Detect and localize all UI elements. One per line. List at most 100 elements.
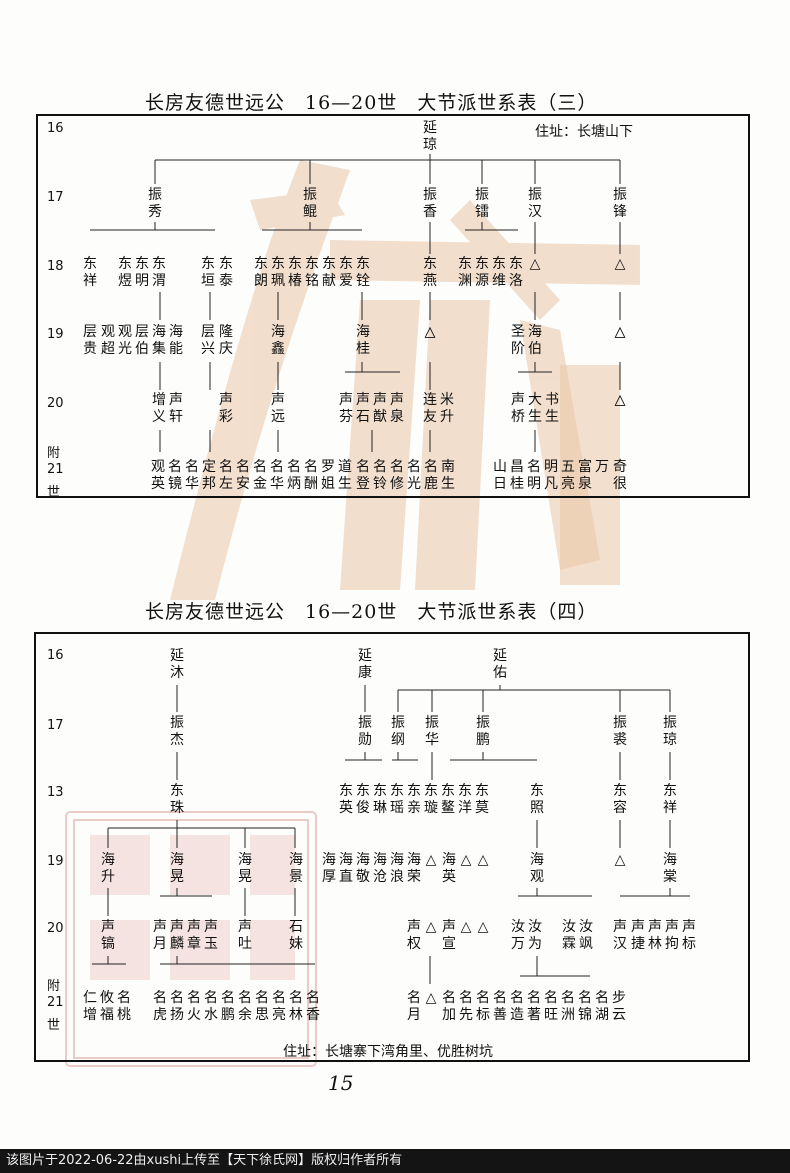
- person-name: 声吐: [238, 919, 252, 952]
- person-name: 东祥: [663, 783, 677, 816]
- person-name: 名先: [459, 990, 473, 1023]
- person-name: 攸福: [100, 990, 114, 1023]
- person-name: 声轩: [169, 392, 183, 425]
- person-name: 名左: [219, 459, 233, 492]
- person-name: 海伯: [528, 324, 542, 357]
- person-name: 声月: [153, 919, 167, 952]
- person-name: 海英: [442, 852, 456, 885]
- person-name: 层伯: [135, 324, 149, 357]
- person-name: 声彩: [219, 392, 233, 425]
- person-name: 名鹏: [221, 990, 235, 1023]
- person-name: 声玉: [204, 919, 218, 952]
- person-name: 东渭: [152, 256, 166, 289]
- person-name: 声远: [271, 392, 285, 425]
- person-name: 石妹: [289, 919, 303, 952]
- person-name: 名镜: [168, 459, 182, 492]
- person-name: 海能: [169, 324, 183, 357]
- person-name: 振勋: [358, 715, 372, 748]
- person-name: 奇很: [613, 459, 627, 492]
- person-name: 连友: [423, 392, 437, 425]
- generation-label: 19: [47, 854, 64, 869]
- address-label: 住址：长塘山下: [535, 124, 633, 140]
- person-name: 名酬: [304, 459, 318, 492]
- table-title: 长房友德世远公 16—20世 大节派世系表（三）: [145, 92, 598, 114]
- person-name: 海厚: [322, 852, 336, 885]
- person-name: 声桥: [511, 392, 525, 425]
- person-name: 东泰: [219, 256, 233, 289]
- genealogy-table-frame: [36, 114, 750, 498]
- person-name: 东容: [613, 783, 627, 816]
- person-name: 观超: [101, 324, 115, 357]
- person-name: 山日: [493, 459, 507, 492]
- generation-label: 16: [47, 121, 64, 136]
- person-name: △: [424, 324, 436, 340]
- table-title: 长房友德世远公 16—20世 大节派世系表（四）: [145, 601, 598, 623]
- genealogy-table-frame: [34, 632, 750, 1062]
- person-name: 海景: [289, 852, 303, 885]
- person-name: 东朗: [254, 256, 268, 289]
- person-name: 名香: [306, 990, 320, 1023]
- person-name: 观英: [151, 459, 165, 492]
- person-name: 步云: [612, 990, 626, 1023]
- person-name: △: [425, 990, 437, 1006]
- person-name: 东献: [322, 256, 336, 289]
- person-name: 海棠: [663, 852, 677, 885]
- generation-label: 21: [47, 995, 64, 1010]
- person-name: 米升: [440, 392, 454, 425]
- person-name: 名旺: [544, 990, 558, 1023]
- person-name: 海集: [152, 324, 166, 357]
- person-name: 名锦: [578, 990, 592, 1023]
- person-name: 东俊: [356, 783, 370, 816]
- generation-label: 17: [47, 190, 64, 205]
- person-name: 汝万: [511, 919, 525, 952]
- person-name: 声章: [187, 919, 201, 952]
- person-name: 名林: [289, 990, 303, 1023]
- person-name: 名虎: [153, 990, 167, 1023]
- person-name: 声猷: [373, 392, 387, 425]
- person-name: 振杰: [170, 715, 184, 748]
- person-name: 东洋: [458, 783, 472, 816]
- person-name: 定邦: [202, 459, 216, 492]
- person-name: 声权: [407, 919, 421, 952]
- person-name: 振锋: [613, 187, 627, 220]
- person-name: 南生: [441, 459, 455, 492]
- person-name: 声镐: [101, 919, 115, 952]
- person-name: 大生: [528, 392, 542, 425]
- person-name: 海荣: [407, 852, 421, 885]
- person-name: 延琼: [423, 120, 437, 153]
- generation-label: 附: [47, 979, 61, 994]
- person-name: 东璇: [424, 783, 438, 816]
- person-name: △: [614, 256, 626, 272]
- person-name: 振华: [425, 715, 439, 748]
- person-name: 名扬: [170, 990, 184, 1023]
- person-name: △: [425, 919, 437, 935]
- person-name: 海直: [339, 852, 353, 885]
- person-name: 东洛: [509, 256, 523, 289]
- person-name: 名修: [390, 459, 404, 492]
- person-name: 声拘: [665, 919, 679, 952]
- person-name: 东照: [530, 783, 544, 816]
- person-name: 名登: [356, 459, 370, 492]
- person-name: △: [460, 919, 472, 935]
- person-name: 振香: [423, 187, 437, 220]
- person-name: 汝霖: [562, 919, 576, 952]
- person-name: 东珠: [170, 783, 184, 816]
- person-name: 名光: [407, 459, 421, 492]
- person-name: 名加: [442, 990, 456, 1023]
- person-name: △: [460, 852, 472, 868]
- generation-label: 20: [47, 921, 64, 936]
- person-name: 圣阶: [511, 324, 525, 357]
- person-name: 隆庆: [219, 324, 233, 357]
- person-name: 名善: [493, 990, 507, 1023]
- person-name: 名桃: [117, 990, 131, 1023]
- person-name: 名明: [527, 459, 541, 492]
- generation-label: 世: [47, 1018, 61, 1033]
- generation-label: 17: [47, 718, 64, 733]
- generation-label: 18: [47, 259, 64, 274]
- person-name: 罗姐: [321, 459, 335, 492]
- person-name: 增义: [152, 392, 166, 425]
- generation-label: 附: [47, 446, 61, 461]
- person-name: 振纲: [391, 715, 405, 748]
